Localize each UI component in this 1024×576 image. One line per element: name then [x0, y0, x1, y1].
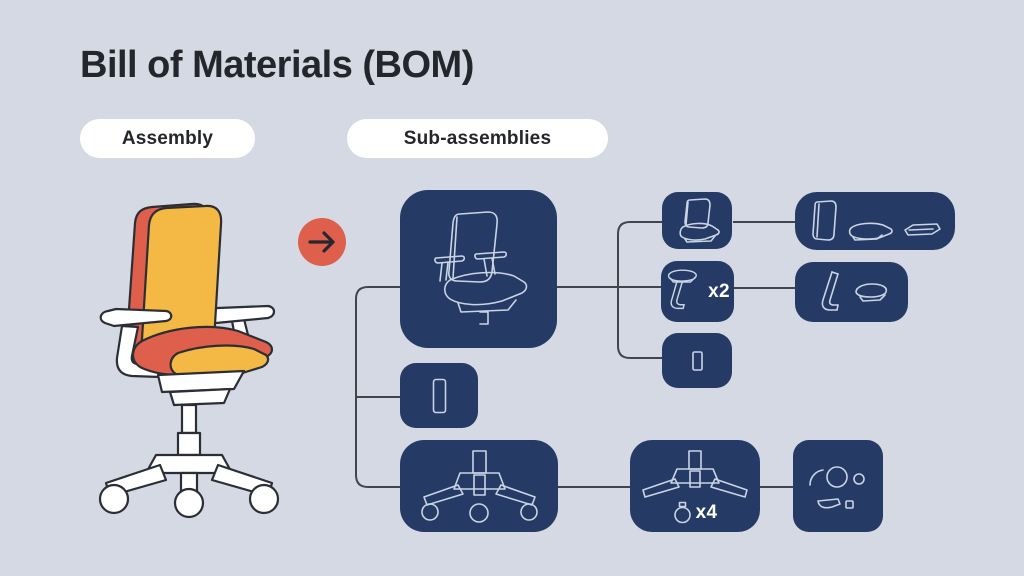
assembly-badge: Assembly [80, 119, 255, 158]
page-title: Bill of Materials (BOM) [80, 44, 474, 86]
node-base-assembly [400, 440, 558, 532]
armrest-quantity-label: x2 [708, 281, 730, 302]
armrest-icon [668, 268, 698, 309]
chair-top-assembly-icon [433, 211, 527, 325]
node-lift-pin [662, 333, 732, 388]
node-armrest: x2 [661, 261, 734, 322]
caster-wheel-icon [673, 501, 691, 523]
fasteners-hardware-icon [809, 466, 865, 509]
node-backrest-parts [795, 192, 955, 250]
caster-quantity-label: x4 [695, 501, 718, 523]
sub-assemblies-badge: Sub-assemblies [347, 119, 608, 158]
chair-base-icon [421, 450, 538, 523]
small-cylinder-icon [691, 350, 703, 371]
office-chair-illustration [98, 202, 280, 519]
armrest-post-and-pad-icon [821, 271, 887, 311]
seat-and-back-icon [679, 198, 720, 243]
node-armrest-parts [795, 262, 908, 322]
node-hardware [793, 440, 883, 532]
assembly-badge-label: Assembly [121, 127, 214, 149]
arrow-right-icon [298, 218, 346, 266]
node-gas-lift-cylinder [400, 363, 478, 428]
gas-lift-cylinder-icon [432, 378, 446, 413]
node-caster-set: x4 [630, 440, 760, 532]
sub-assemblies-badge-label: Sub-assemblies [403, 127, 552, 149]
backrest-cushion-pan-icon [812, 200, 941, 241]
node-seat-back-shell [662, 192, 732, 249]
caster-quantity-row: x4 [673, 501, 718, 524]
base-and-caster-icon [642, 449, 748, 498]
node-chair-top-assembly [400, 190, 557, 348]
